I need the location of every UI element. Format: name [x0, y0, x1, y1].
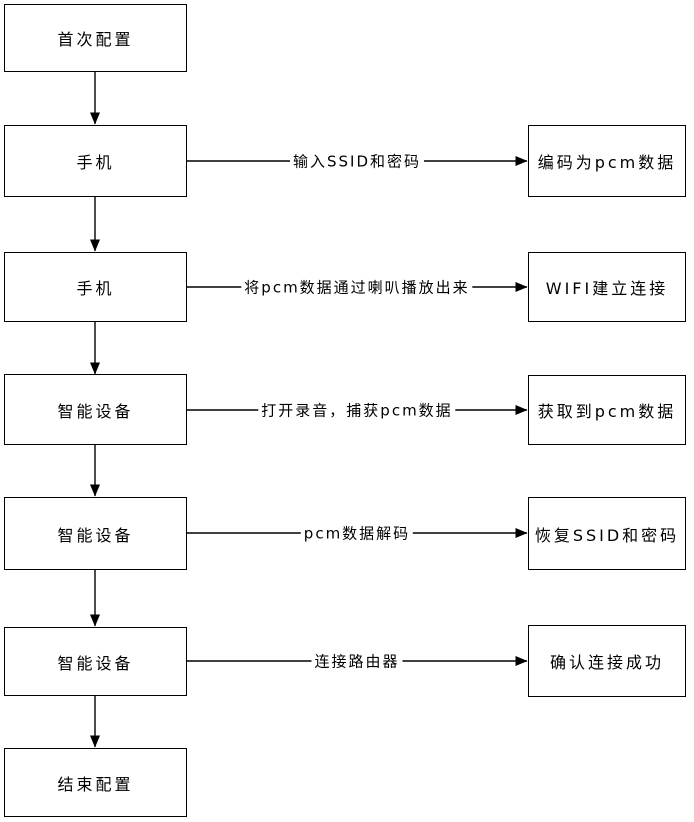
flow-node-phone-1: 手机	[4, 125, 187, 197]
edge-label-input-ssid: 输入SSID和密码	[289, 150, 425, 172]
node-label: 获取到pcm数据	[537, 402, 677, 421]
edge-label-connect-router: 连接路由器	[311, 650, 403, 672]
node-label: 手机	[76, 279, 115, 298]
edge-label-decode-pcm: pcm数据解码	[300, 522, 414, 544]
flow-node-confirm-success: 确认连接成功	[528, 625, 686, 697]
node-label: 手机	[76, 153, 115, 172]
flow-node-smart-device-2: 智能设备	[4, 497, 187, 570]
flow-node-encode-pcm: 编码为pcm数据	[528, 125, 686, 197]
edge-label-play-pcm: 将pcm数据通过喇叭播放出来	[241, 276, 473, 298]
node-label: 智能设备	[57, 401, 134, 421]
node-label: WIFI建立连接	[545, 279, 669, 298]
node-label: 恢复SSID和密码	[534, 525, 680, 545]
flow-node-smart-device-3: 智能设备	[4, 627, 187, 696]
node-label: 智能设备	[57, 525, 134, 545]
edge-label-record-capture: 打开录音，捕获pcm数据	[258, 399, 456, 421]
node-label: 智能设备	[57, 653, 134, 673]
node-label: 编码为pcm数据	[537, 153, 677, 172]
flow-node-smart-device-1: 智能设备	[4, 374, 187, 445]
flow-node-first-config: 首次配置	[4, 4, 187, 72]
flow-node-phone-2: 手机	[4, 252, 187, 322]
node-label: 首次配置	[57, 30, 134, 49]
node-label: 结束配置	[57, 774, 134, 794]
flow-node-wifi-connect: WIFI建立连接	[528, 252, 686, 322]
flow-node-restore-ssid: 恢复SSID和密码	[528, 497, 686, 570]
node-label: 确认连接成功	[549, 653, 664, 672]
flow-node-end-config: 结束配置	[4, 748, 187, 817]
flow-node-got-pcm: 获取到pcm数据	[528, 375, 686, 445]
